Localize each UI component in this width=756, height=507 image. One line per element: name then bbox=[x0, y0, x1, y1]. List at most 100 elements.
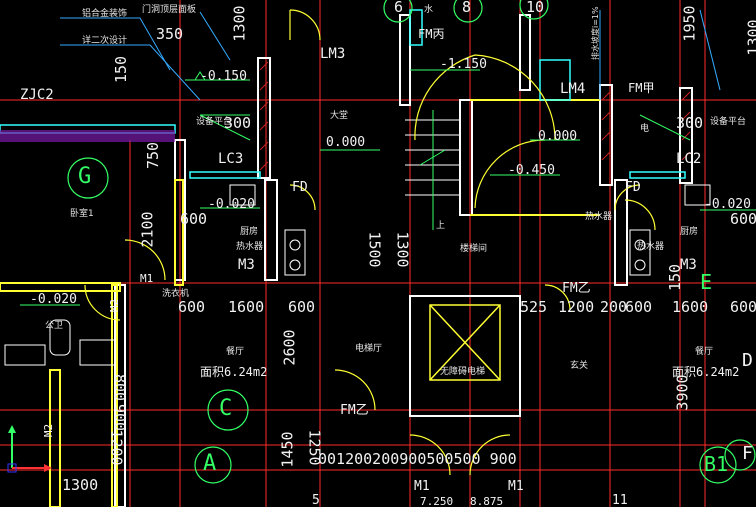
dim-1300-c: 1300 bbox=[744, 19, 756, 56]
label-m3-right: M3 bbox=[680, 257, 697, 273]
label-lc2: LC2 bbox=[676, 151, 702, 167]
axis-bubbles bbox=[67, 0, 756, 484]
balcony-hatch bbox=[0, 130, 175, 142]
elev-6: -0.020 bbox=[208, 197, 255, 212]
label-washer: 洗衣机 bbox=[162, 289, 190, 299]
door-swings bbox=[84, 9, 656, 476]
dim-600-f: 600 bbox=[730, 298, 756, 316]
hatched-walls bbox=[259, 61, 691, 171]
dim-600-c: 600 bbox=[288, 298, 316, 316]
axis-c: C bbox=[219, 396, 233, 421]
dim-750: 750 bbox=[144, 141, 163, 170]
dim-525: 525 bbox=[520, 298, 548, 316]
yellow-walls bbox=[0, 99, 600, 507]
label-electric: 电 bbox=[640, 124, 650, 134]
label-fm-b-top: FM乙 bbox=[562, 281, 591, 296]
note-aluminum: 铝合金装饰 bbox=[82, 9, 128, 19]
dim-900: 900 bbox=[111, 403, 130, 432]
label-fd-left: FD bbox=[292, 180, 308, 195]
axis-5: 5 bbox=[312, 493, 320, 507]
dim-150-b: 150 bbox=[666, 263, 685, 292]
elev-2: -1.150 bbox=[440, 57, 487, 72]
label-slope: 排水坡度i=1% bbox=[591, 6, 600, 60]
room-bedroom: 卧室1 bbox=[70, 209, 94, 219]
label-equip-right: 设备平台 bbox=[710, 117, 747, 127]
axis-6: 6 bbox=[394, 0, 404, 16]
label-zjc2: ZJC2 bbox=[20, 87, 54, 103]
dim-200: 200 bbox=[600, 298, 628, 316]
axis-g: G bbox=[78, 164, 92, 189]
dim-300-right: 300 bbox=[676, 114, 704, 132]
dim-1950: 1950 bbox=[680, 5, 699, 42]
dim-600-b: 600 bbox=[178, 298, 206, 316]
room-stair: 楼梯间 bbox=[460, 244, 488, 254]
label-fm-a: FM甲 bbox=[628, 81, 655, 95]
label-water-sep: 热水器 bbox=[585, 212, 613, 222]
axis-a: A bbox=[203, 451, 217, 476]
room-elevator: 无障碍电梯 bbox=[440, 367, 486, 377]
dim-150: 150 bbox=[112, 55, 131, 84]
dim-800: 800 bbox=[111, 373, 130, 402]
label-fd-right: FD bbox=[625, 180, 641, 195]
dim-bottom-chain: 001200200900500500 900 bbox=[318, 450, 517, 468]
room-foyer: 玄关 bbox=[570, 361, 589, 371]
label-lm4: LM4 bbox=[560, 81, 586, 97]
label-fm-b-bottom: FM乙 bbox=[340, 403, 369, 418]
room-restaurant-left: 餐厅 bbox=[226, 347, 245, 357]
axis-b1: B1 bbox=[704, 452, 729, 476]
label-water-left: 热水器 bbox=[236, 242, 264, 252]
ucs-icon bbox=[7, 425, 52, 473]
label-public-wc: 公卫 bbox=[45, 321, 64, 331]
axis-8: 8 bbox=[462, 0, 472, 16]
label-equip-left: 设备平台 bbox=[196, 117, 233, 127]
bottom-elev-1: 7.250 bbox=[420, 495, 454, 507]
elev-5: -0.450 bbox=[508, 163, 555, 178]
axis-10: 10 bbox=[526, 0, 545, 16]
dim-1200-b: 1200 bbox=[107, 429, 126, 466]
dim-1600-b: 1600 bbox=[672, 298, 709, 316]
area-right: 面积6.24m2 bbox=[672, 365, 740, 379]
note-roof: 门洞顶层面板 bbox=[142, 5, 197, 15]
dim-300-left: 300 bbox=[224, 114, 252, 132]
label-lc3: LC3 bbox=[218, 151, 244, 167]
label-up: 上 bbox=[436, 221, 446, 231]
label-m2-bottom: M2 bbox=[42, 423, 56, 438]
elev-4: 0.000 bbox=[538, 129, 578, 144]
label-m1-left: M1 bbox=[140, 272, 154, 285]
bottom-elev-2: 8.875 bbox=[470, 495, 504, 507]
axis-f: F bbox=[742, 443, 753, 464]
area-left: 面积6.24m2 bbox=[200, 365, 268, 379]
axis-d: D bbox=[742, 350, 753, 371]
label-m1-b2: M1 bbox=[508, 479, 524, 494]
dim-1450: 1450 bbox=[278, 431, 297, 468]
note-secondary-design: 详二次设计 bbox=[82, 36, 128, 46]
room-kitchen-left: 厨房 bbox=[240, 227, 259, 237]
fixtures bbox=[4, 184, 711, 366]
elev-8: -0.020 bbox=[30, 292, 77, 307]
elev-1: -0.150 bbox=[200, 69, 247, 84]
stair bbox=[405, 110, 460, 230]
label-m1-b1: M1 bbox=[414, 479, 430, 494]
dim-1200: 1200 bbox=[558, 298, 595, 316]
label-fm-c: FM丙 bbox=[418, 27, 445, 41]
axis-e: E bbox=[700, 270, 713, 294]
dim-2100: 2100 bbox=[138, 211, 157, 248]
dim-2600: 2600 bbox=[280, 329, 299, 366]
dim-3900: 3900 bbox=[673, 374, 692, 411]
dim-1300-b: 1300 bbox=[393, 231, 412, 268]
elev-7: -0.020 bbox=[704, 197, 751, 212]
room-kitchen-right: 厨房 bbox=[680, 227, 699, 237]
elev-3: 0.000 bbox=[326, 135, 366, 150]
room-lobby: 大堂 bbox=[330, 111, 349, 121]
label-water-right: 热水器 bbox=[637, 242, 665, 252]
leader-lines bbox=[60, 9, 721, 101]
dim-1300-d: 1300 bbox=[62, 476, 99, 494]
dim-600-e: 600 bbox=[730, 210, 756, 228]
dim-600-a: 600 bbox=[180, 210, 208, 228]
elevation-markers bbox=[20, 69, 756, 306]
dim-1500: 1500 bbox=[365, 231, 384, 268]
axis-11: 11 bbox=[612, 493, 628, 507]
label-shaft: 水 bbox=[424, 5, 434, 15]
